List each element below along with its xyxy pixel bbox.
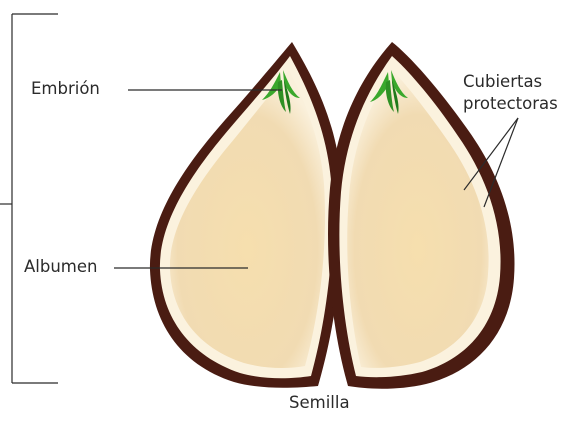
seed-left-half [150,42,342,388]
covers-label-line1: Cubiertas [463,72,542,92]
embryo-label: Embrión [31,79,100,99]
albumen-label: Albumen [24,257,98,277]
left-bracket [0,14,58,383]
caption-label: Semilla [289,393,350,413]
endosperm-right [347,70,488,368]
covers-label-line2: protectoras [463,94,558,114]
